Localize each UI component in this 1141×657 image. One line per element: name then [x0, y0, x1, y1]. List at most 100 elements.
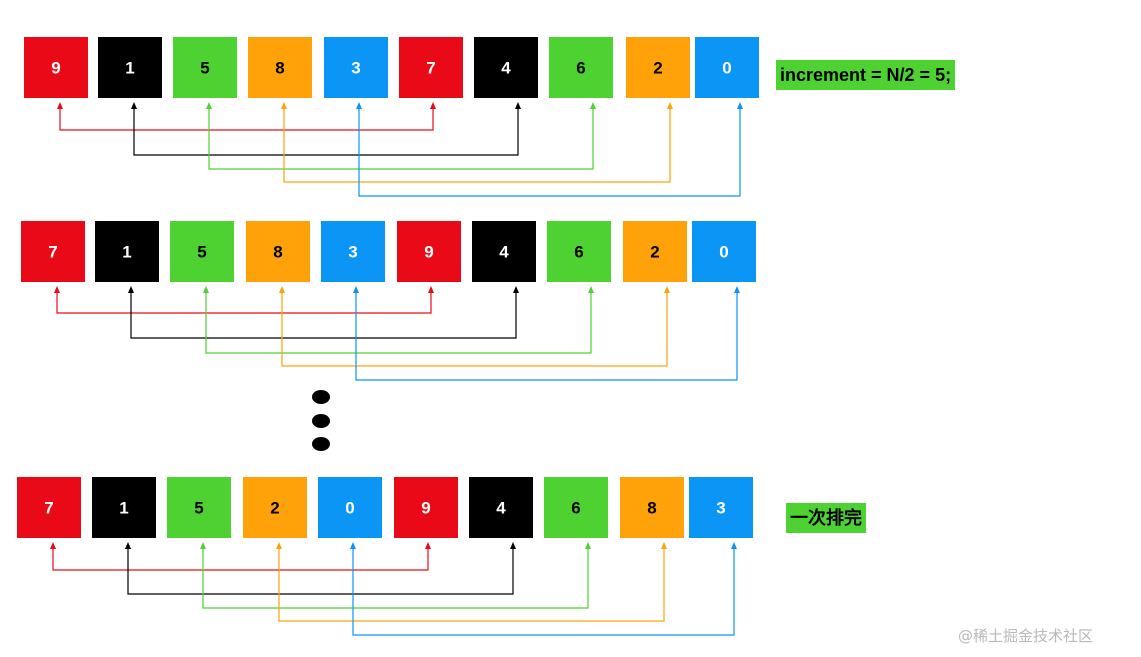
arrowhead	[279, 286, 285, 293]
arrowhead	[350, 542, 356, 549]
arrowhead	[585, 542, 591, 549]
cell-box	[397, 221, 461, 282]
cell-value: 9	[421, 499, 430, 518]
arrowhead	[356, 102, 362, 109]
cell-value: 5	[197, 243, 206, 262]
arrowhead	[128, 286, 134, 293]
cell-value: 0	[722, 59, 731, 78]
cell-box	[469, 477, 533, 538]
cell-value: 0	[719, 243, 728, 262]
cell-value: 1	[125, 59, 134, 78]
arrowhead	[588, 286, 594, 293]
cell-value: 6	[574, 243, 583, 262]
arrowhead	[50, 542, 56, 549]
arrowhead	[281, 102, 287, 109]
cell-value: 1	[122, 243, 131, 262]
cell-value: 4	[501, 59, 511, 78]
group-connector	[208, 108, 594, 170]
arrowhead	[664, 286, 670, 293]
group-connector	[127, 548, 514, 595]
cell-value: 0	[345, 499, 354, 518]
cell-box	[695, 37, 759, 98]
arrowhead	[510, 542, 516, 549]
arrowhead	[737, 102, 743, 109]
arrowhead	[590, 102, 596, 109]
cell-box	[549, 37, 613, 98]
cell-value: 6	[576, 59, 585, 78]
arrowhead	[425, 542, 431, 549]
group-connector	[205, 292, 592, 354]
arrowhead	[206, 102, 212, 109]
cell-box	[246, 221, 310, 282]
arrowhead	[200, 542, 206, 549]
arrowhead	[54, 286, 60, 293]
cell-box	[547, 221, 611, 282]
cell-value: 4	[499, 243, 509, 262]
cell-box	[98, 37, 162, 98]
cell-box	[243, 477, 307, 538]
ellipsis-dot	[312, 414, 330, 428]
arrowhead	[57, 102, 63, 109]
cell-value: 9	[51, 59, 60, 78]
group-connector	[133, 108, 519, 156]
arrowhead	[131, 102, 137, 109]
arrowhead	[734, 286, 740, 293]
cell-box	[623, 221, 687, 282]
cell-box	[689, 477, 753, 538]
group-connector	[358, 108, 741, 197]
arrowhead	[276, 542, 282, 549]
arrowhead	[661, 542, 667, 549]
cell-value: 8	[275, 59, 284, 78]
cell-value: 7	[426, 59, 435, 78]
arrowhead	[667, 102, 673, 109]
cell-value: 6	[571, 499, 580, 518]
arrowhead	[515, 102, 521, 109]
pass-done-label: 一次排完	[786, 503, 866, 533]
cell-box	[692, 221, 756, 282]
arrowhead	[428, 286, 434, 293]
group-connector	[352, 548, 735, 636]
cell-box	[394, 477, 458, 538]
cell-box	[544, 477, 608, 538]
group-connector	[52, 548, 429, 571]
group-connector	[278, 548, 665, 622]
arrowhead	[430, 102, 436, 109]
cell-box	[24, 37, 88, 98]
increment-label: increment = N/2 = 5;	[776, 60, 956, 90]
cell-box	[324, 37, 388, 98]
cell-box	[399, 37, 463, 98]
cell-value: 7	[44, 499, 53, 518]
cell-value: 8	[273, 243, 282, 262]
cell-box	[321, 221, 385, 282]
cell-box	[95, 221, 159, 282]
group-connector	[130, 292, 517, 339]
arrowhead	[353, 286, 359, 293]
watermark: @稀土掘金技术社区	[958, 627, 1094, 645]
cell-value: 3	[716, 499, 725, 518]
cell-box	[173, 37, 237, 98]
cell-box	[318, 477, 382, 538]
cell-value: 3	[348, 243, 357, 262]
cell-value: 2	[270, 499, 279, 518]
cell-value: 1	[119, 499, 128, 518]
group-connector	[56, 292, 432, 314]
cell-box	[17, 477, 81, 538]
cell-box	[170, 221, 234, 282]
cell-box	[626, 37, 690, 98]
cell-box	[248, 37, 312, 98]
group-connector	[283, 108, 671, 183]
group-connector	[281, 292, 668, 367]
group-connector	[59, 108, 434, 131]
cell-value: 9	[424, 243, 433, 262]
arrowhead	[203, 286, 209, 293]
arrowhead	[731, 542, 737, 549]
cell-value: 4	[496, 499, 506, 518]
cell-box	[474, 37, 538, 98]
cell-box	[21, 221, 85, 282]
cell-value: 2	[653, 59, 662, 78]
group-connector	[355, 292, 738, 381]
arrowhead	[125, 542, 131, 549]
cell-value: 5	[194, 499, 203, 518]
